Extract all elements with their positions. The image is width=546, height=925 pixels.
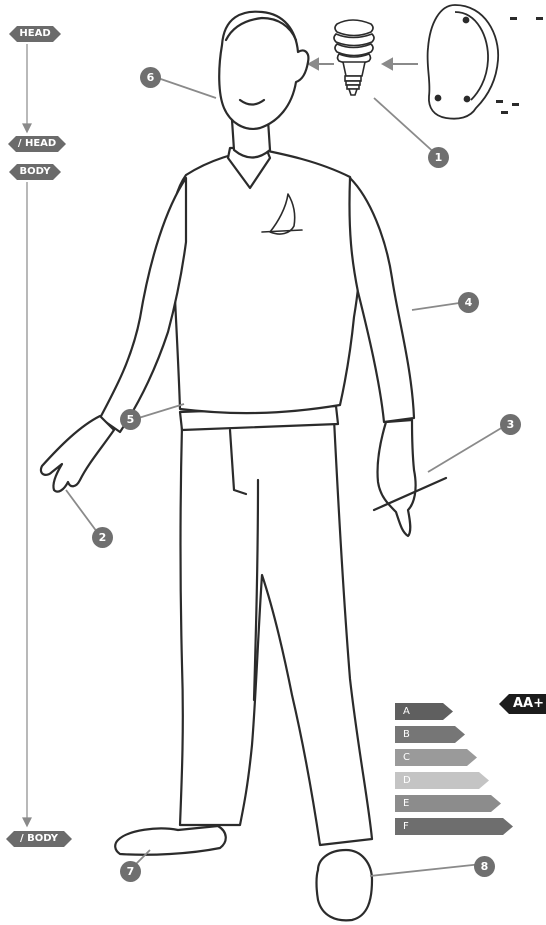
- callout-4: 4: [458, 292, 479, 313]
- energy-rating-a: A: [395, 703, 453, 720]
- energy-class-badge: AA+: [499, 694, 546, 714]
- light-bulb-icon: [334, 20, 374, 95]
- callout-7: 7: [120, 861, 141, 882]
- body-end-tag: / BODY: [6, 831, 72, 847]
- head-start-tag: HEAD: [9, 26, 61, 42]
- callout-5: 5: [120, 409, 141, 430]
- callout-1: 1: [428, 147, 449, 168]
- callout-2: 2: [92, 527, 113, 548]
- energy-rating-d: D: [395, 772, 489, 789]
- energy-rating-b: B: [395, 726, 465, 743]
- callout-6: 6: [140, 67, 161, 88]
- callout-8: 8: [474, 856, 495, 877]
- energy-rating-f: F: [395, 818, 513, 835]
- man-figure: [41, 12, 446, 921]
- screws-icon: [496, 17, 543, 114]
- energy-rating-c: C: [395, 749, 477, 766]
- energy-rating-e: E: [395, 795, 501, 812]
- callout-3: 3: [500, 414, 521, 435]
- head-timeline: [23, 44, 31, 132]
- body-timeline: [23, 182, 31, 826]
- body-start-tag: BODY: [9, 164, 61, 180]
- head-end-tag: / HEAD: [8, 136, 66, 152]
- head-shell-icon: [428, 5, 499, 119]
